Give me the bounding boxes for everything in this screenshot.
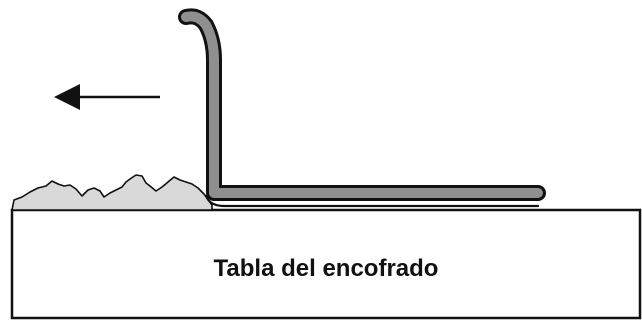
concrete-residue [11, 174, 213, 211]
scraper-body [181, 11, 543, 198]
scraper-outline [178, 8, 546, 201]
scraper-blade-edge [204, 194, 540, 208]
scraper-tool [178, 8, 546, 208]
board-label: Tabla del encofrado [214, 255, 439, 282]
left-arrow-icon [54, 84, 160, 110]
formwork-board [10, 208, 642, 320]
